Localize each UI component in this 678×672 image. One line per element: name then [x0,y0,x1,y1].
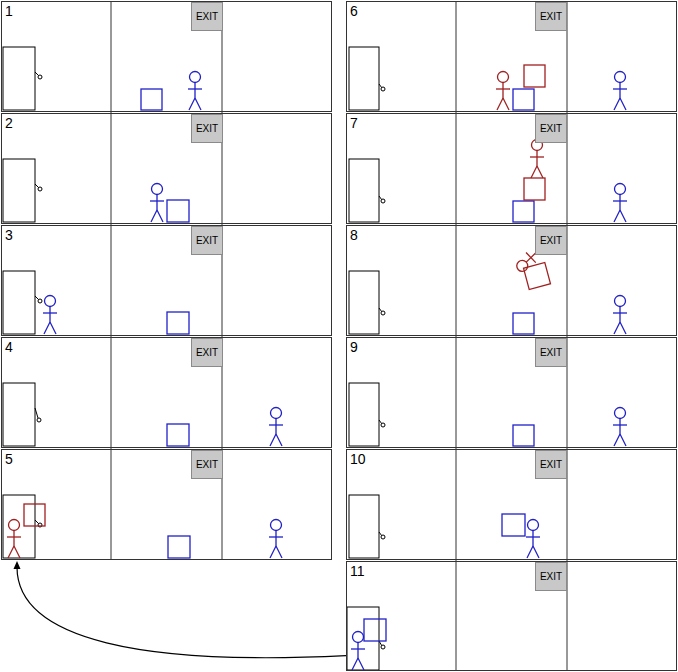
exit-label: EXIT [540,11,562,23]
panel-number: 11 [350,562,365,580]
comic-panel: 4EXIT [1,337,332,448]
exit-sign: EXIT [191,338,223,367]
exit-label: EXIT [540,123,562,135]
panel-number: 5 [5,450,13,468]
exit-sign: EXIT [191,2,223,31]
exit-sign: EXIT [191,450,223,479]
panel-number: 3 [5,226,13,244]
comic-panel: 2EXIT [1,113,332,224]
panel-number: 10 [350,450,366,468]
curved-arrow [14,561,347,658]
exit-label: EXIT [196,123,218,135]
exit-sign: EXIT [535,562,567,591]
exit-label: EXIT [540,235,562,247]
comic-panel: 5EXIT [1,449,332,560]
red-person [7,72,551,559]
comic-panel: 8EXIT [346,225,677,336]
panel-number: 2 [5,114,13,132]
panel-number: 8 [350,226,358,244]
exit-label: EXIT [540,459,562,471]
red-crate [24,65,550,526]
comic-panel: 10EXIT [346,449,677,560]
exit-label: EXIT [196,11,218,23]
cell-divider [111,1,567,671]
exit-sign: EXIT [535,450,567,479]
comic-panel: 11EXIT [346,561,677,671]
comic-panel: 6EXIT [346,1,677,112]
panel-number: 7 [350,114,358,132]
exit-sign: EXIT [535,226,567,255]
exit-label: EXIT [540,347,562,359]
panel-number: 4 [5,338,13,356]
comic-panel: 3EXIT [1,225,332,336]
blue-person [43,72,627,671]
panel-number: 6 [350,2,358,20]
exit-sign: EXIT [535,114,567,143]
exit-label: EXIT [196,235,218,247]
exit-label: EXIT [196,459,218,471]
exit-label: EXIT [196,347,218,359]
exit-label: EXIT [540,571,562,583]
exit-sign: EXIT [535,2,567,31]
door [3,47,385,670]
exit-sign: EXIT [191,114,223,143]
blue-crate [364,619,386,641]
comic-panel: 7EXIT [346,113,677,224]
panel-number: 9 [350,338,358,356]
exit-sign: EXIT [535,338,567,367]
comic-panel: 1EXIT [1,1,332,112]
exit-sign: EXIT [191,226,223,255]
panel-number: 1 [5,2,13,20]
blue-crate [141,89,534,558]
comic-panel: 9EXIT [346,337,677,448]
